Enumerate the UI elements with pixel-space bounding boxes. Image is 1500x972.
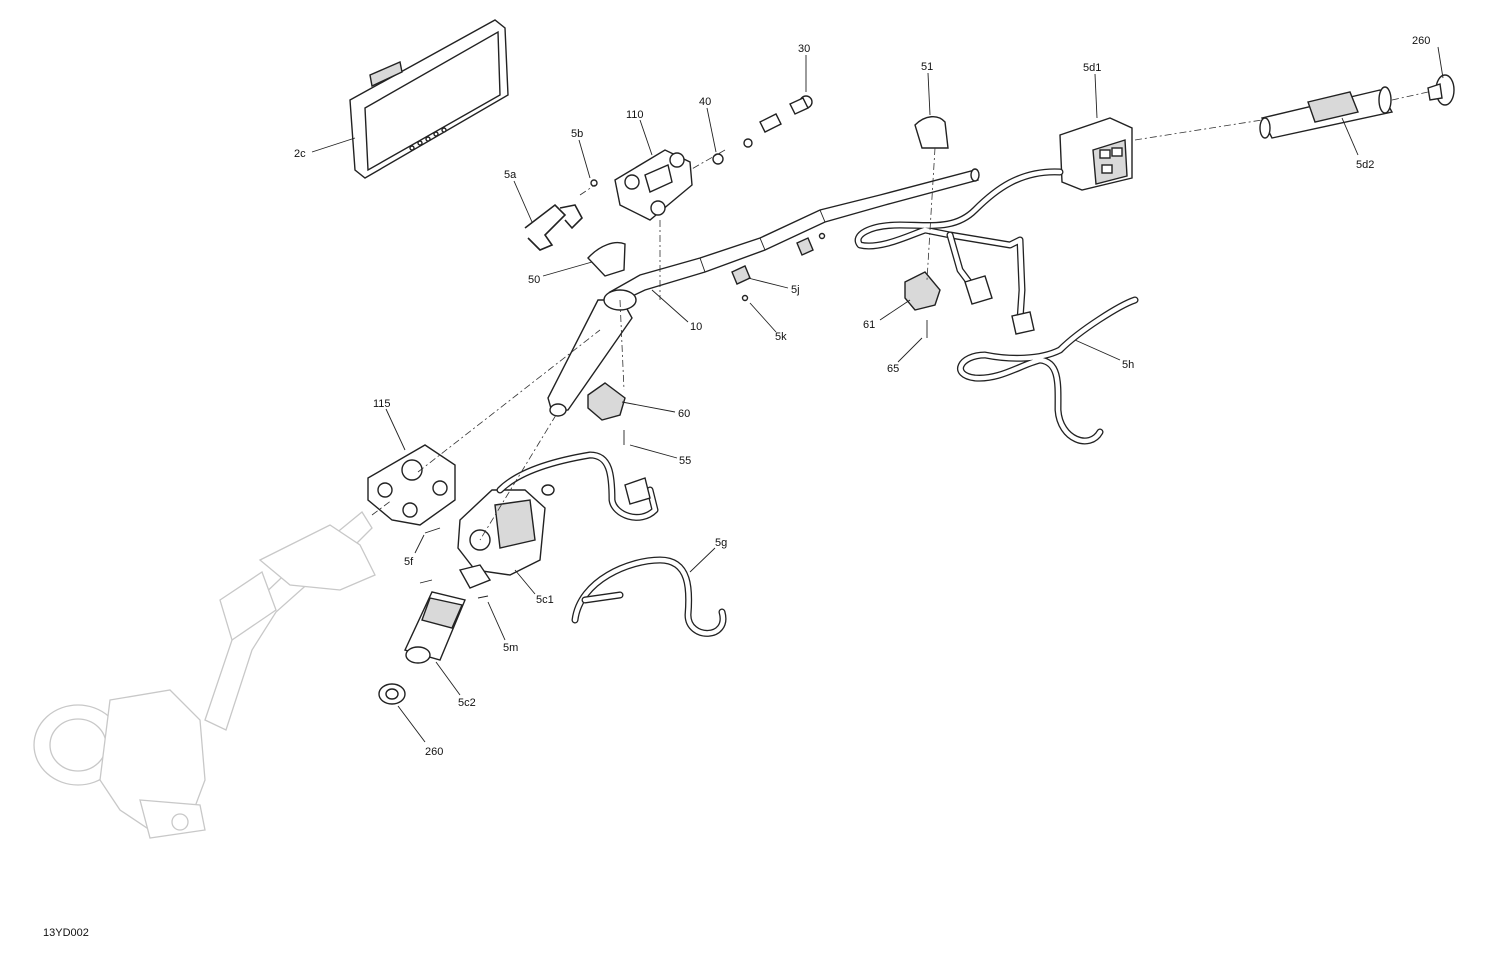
leader-lines [311,46,1444,743]
drawing-code: 13YD002 [43,927,89,939]
right-grip-5d2 [1259,86,1394,139]
callout-40: 40 [699,96,711,108]
callout-5a: 5a [504,169,517,181]
clamp-110 [614,149,693,221]
callout-260-left: 260 [425,746,443,758]
clamp-115 [367,444,456,526]
handlebar [547,168,980,417]
callout-5c2: 5c2 [458,697,476,709]
right-wiring-harness [854,168,1064,335]
callout-5k: 5k [775,331,787,343]
bolt-30-and-washers-40 [590,95,813,187]
cover-50 [587,241,626,277]
callout-60: 60 [678,408,690,420]
callout-labels: 2c 30 40 110 5b 5a 51 5d1 260 5d2 50 10 … [294,35,1430,758]
hose-5g [571,556,727,637]
callout-65: 65 [887,363,899,375]
callout-5g: 5g [715,537,727,549]
left-wiring-harness [496,451,659,521]
callout-50: 50 [528,274,540,286]
callout-2c: 2c [294,148,306,160]
callout-5d2: 5d2 [1356,159,1374,171]
assembly-axes [371,91,1429,541]
callout-55: 55 [679,455,691,467]
end-plug-260-left [378,683,406,705]
callout-5b: 5b [571,128,583,140]
fastener-5j [731,232,826,302]
callout-5h: 5h [1122,359,1134,371]
connector-61 [904,271,941,338]
end-plug-260-right [1427,74,1455,106]
callout-10: 10 [690,321,702,333]
cover-51 [914,116,949,149]
callout-5m: 5m [503,642,518,654]
callout-61: 61 [863,319,875,331]
callout-51: 51 [921,61,933,73]
right-switch-5d1 [1059,117,1133,191]
connector-60 [587,382,626,445]
display-unit [349,19,509,179]
callout-5f: 5f [404,556,414,568]
screws-5f-5m [419,527,489,599]
clip-5a [524,203,583,251]
callout-5j: 5j [791,284,800,296]
callout-110: 110 [626,109,644,121]
callout-115: 115 [373,398,391,410]
callout-30: 30 [798,43,810,55]
left-grip-5c2 [404,591,466,664]
callout-5d1: 5d1 [1083,62,1101,74]
callout-5c1: 5c1 [536,594,554,606]
callout-260-right: 260 [1412,35,1430,47]
steering-column-ghost [33,511,376,839]
hose-5h [957,296,1139,445]
left-switch-5c1 [457,489,546,589]
